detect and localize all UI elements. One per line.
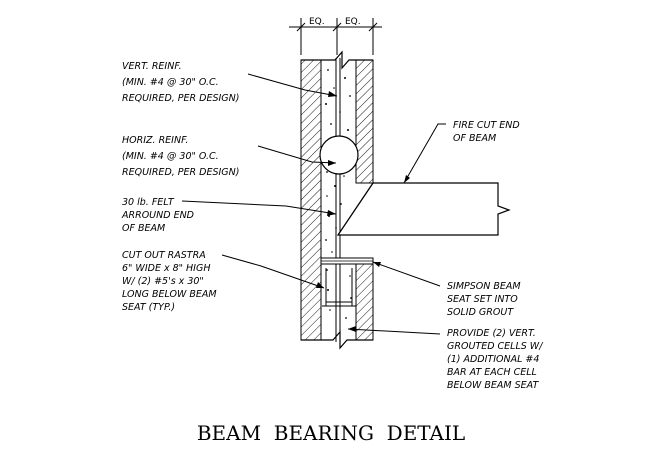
note-simpson-line: SIMPSON BEAM (447, 281, 521, 292)
grout-core (325, 69, 352, 319)
note-horiz-reinf-line: (MIN. #4 @ 30" O.C. (122, 151, 219, 162)
note-grouted-line: PROVIDE (2) VERT. (447, 328, 536, 339)
note-horiz-reinf-line: REQUIRED, PER DESIGN) (122, 167, 239, 178)
felt-line (337, 182, 374, 236)
beam (336, 182, 511, 236)
note-vert-reinf-line: VERT. REINF. (122, 61, 182, 72)
note-rastra-line: CUT OUT RASTRA (122, 250, 206, 261)
note-horiz-reinf-line: HORIZ. REINF. (122, 135, 188, 146)
dimension-string (289, 18, 382, 55)
note-grouted-line: BELOW BEAM SEAT (447, 380, 539, 391)
note-grouted: PROVIDE (2) VERT. GROUTED CELLS W/ (1) A… (447, 328, 544, 391)
drawing-title: BEAM BEARING DETAIL (197, 421, 465, 445)
note-simpson: SIMPSON BEAM SEAT SET INTO SOLID GROUT (447, 281, 521, 318)
note-vert-reinf: VERT. REINF. (MIN. #4 @ 30" O.C. REQUIRE… (122, 61, 239, 104)
leader-arrowheads (316, 91, 410, 332)
note-vert-reinf-line: (MIN. #4 @ 30" O.C. (122, 77, 219, 88)
note-fire-cut-line: FIRE CUT END (453, 120, 520, 131)
note-rastra-line: 6" WIDE x 8" HIGH (122, 263, 211, 274)
note-rastra: CUT OUT RASTRA 6" WIDE x 8" HIGH W/ (2) … (122, 250, 217, 313)
right-wall-face-upper (355, 59, 374, 184)
horizontal-rebar-section (319, 135, 359, 175)
note-grouted-line: BAR AT EACH CELL (447, 367, 537, 378)
note-vert-reinf-line: REQUIRED, PER DESIGN) (122, 93, 239, 104)
note-felt-line: OF BEAM (122, 223, 165, 234)
note-felt-line: ARROUND END (121, 210, 194, 221)
note-felt: 30 lb. FELT ARROUND END OF BEAM (121, 197, 194, 234)
note-horiz-reinf: HORIZ. REINF. (MIN. #4 @ 30" O.C. REQUIR… (122, 135, 239, 178)
note-simpson-line: SEAT SET INTO (447, 294, 518, 305)
note-grouted-line: GROUTED CELLS W/ (447, 341, 544, 352)
note-rastra-line: LONG BELOW BEAM (122, 289, 217, 300)
dimension-label-left: EQ. (309, 17, 325, 27)
right-wall-face-lower (355, 263, 374, 341)
vertical-rebar (335, 58, 341, 342)
cut-out-rastra (321, 263, 356, 307)
note-felt-line: 30 lb. FELT (122, 197, 175, 208)
dimension-label-right: EQ. (345, 17, 361, 27)
note-rastra-line: SEAT (TYP.) (122, 302, 175, 313)
note-fire-cut-line: OF BEAM (453, 133, 496, 144)
note-grouted-line: (1) ADDITIONAL #4 (447, 354, 539, 365)
leader-lines (181, 73, 446, 335)
note-fire-cut: FIRE CUT END OF BEAM (453, 120, 520, 144)
note-rastra-line: W/ (2) #5's x 30" (122, 276, 204, 287)
note-simpson-line: SOLID GROUT (447, 307, 514, 318)
left-wall-face (300, 59, 322, 341)
